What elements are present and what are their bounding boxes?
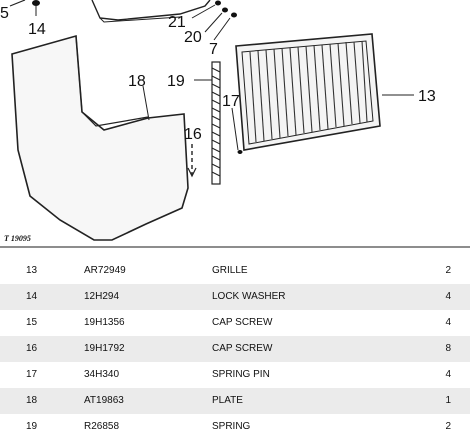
grille-bars xyxy=(249,40,368,143)
item-number-cell: 15 xyxy=(26,317,38,328)
item-number-cell: 18 xyxy=(26,395,38,406)
table-row[interactable]: 13 AR72949 GRILLE 2 xyxy=(0,258,470,284)
washer-part-c xyxy=(231,12,237,18)
item-number-cell: 19 xyxy=(26,421,38,432)
quantity-cell: 4 xyxy=(445,291,451,302)
quantity-cell: 4 xyxy=(445,369,451,380)
quantity-cell: 1 xyxy=(445,395,451,406)
item-number-cell: 14 xyxy=(26,291,38,302)
leader-7 xyxy=(213,17,231,41)
part-number-cell: R26858 xyxy=(84,421,120,432)
washer-part-a xyxy=(215,0,221,6)
plate-fold xyxy=(75,35,83,113)
figure-code: T 19095 xyxy=(4,234,31,243)
diagram-separator xyxy=(0,246,470,248)
quantity-cell: 4 xyxy=(445,317,451,328)
table-row[interactable]: 15 19H1356 CAP SCREW 4 xyxy=(0,310,470,336)
description-cell: GRILLE xyxy=(212,265,248,276)
callout-7: 7 xyxy=(209,41,218,58)
screw-tip xyxy=(187,167,197,178)
callout-18: 18 xyxy=(128,73,146,90)
description-cell: PLATE xyxy=(212,395,243,406)
spring-part xyxy=(211,61,221,185)
description-cell: SPRING xyxy=(212,421,251,432)
quantity-cell: 2 xyxy=(445,421,451,432)
leader-17 xyxy=(231,107,239,151)
part-number-cell: 34H340 xyxy=(84,369,120,380)
callout-16: 16 xyxy=(184,126,202,143)
quantity-cell: 2 xyxy=(445,265,451,276)
spring-coils xyxy=(211,67,221,177)
washer-part-b xyxy=(222,7,228,13)
callout-20: 20 xyxy=(184,29,202,46)
leader-20 xyxy=(204,12,223,33)
table-row[interactable]: 16 19H1792 CAP SCREW 8 xyxy=(0,336,470,362)
grille-inner-frame xyxy=(241,40,374,145)
quantity-cell: 8 xyxy=(445,343,451,354)
item-number-cell: 13 xyxy=(26,265,38,276)
table-row[interactable]: 18 AT19863 PLATE 1 xyxy=(0,388,470,414)
item-number-cell: 17 xyxy=(26,369,38,380)
description-cell: CAP SCREW xyxy=(212,343,273,354)
leader-18 xyxy=(142,85,150,121)
plate-part xyxy=(11,34,189,241)
part-number-cell: AT19863 xyxy=(84,395,124,406)
housing-outline xyxy=(91,0,211,21)
callout-17: 17 xyxy=(222,93,240,110)
callout-14: 14 xyxy=(28,21,46,38)
callout-19: 19 xyxy=(167,73,185,90)
plate-lip xyxy=(81,111,149,127)
lock-washer-part xyxy=(32,0,40,6)
parts-diagram: 5 14 21 20 7 18 19 16 17 13 T 19095 xyxy=(0,0,436,243)
callout-13: 13 xyxy=(418,88,436,105)
part-number-cell: 19H1356 xyxy=(84,317,125,328)
exploded-view-drawing: 5 14 21 20 7 18 19 16 17 13 T 19095 xyxy=(0,0,436,243)
leader-21 xyxy=(191,4,216,19)
housing-edge xyxy=(99,16,181,23)
description-cell: SPRING PIN xyxy=(212,369,270,380)
description-cell: CAP SCREW xyxy=(212,317,273,328)
table-row[interactable]: 14 12H294 LOCK WASHER 4 xyxy=(0,284,470,310)
description-cell: LOCK WASHER xyxy=(212,291,286,302)
part-number-cell: 12H294 xyxy=(84,291,120,302)
part-number-cell: AR72949 xyxy=(84,265,126,276)
callout-5: 5 xyxy=(0,5,9,22)
callout-21: 21 xyxy=(168,14,186,31)
part-number-cell: 19H1792 xyxy=(84,343,125,354)
table-row[interactable]: 17 34H340 SPRING PIN 4 xyxy=(0,362,470,388)
pin-part xyxy=(237,150,243,154)
item-number-cell: 16 xyxy=(26,343,38,354)
leader-5 xyxy=(9,0,26,7)
table-row[interactable]: 19 R26858 SPRING 2 xyxy=(0,414,470,440)
